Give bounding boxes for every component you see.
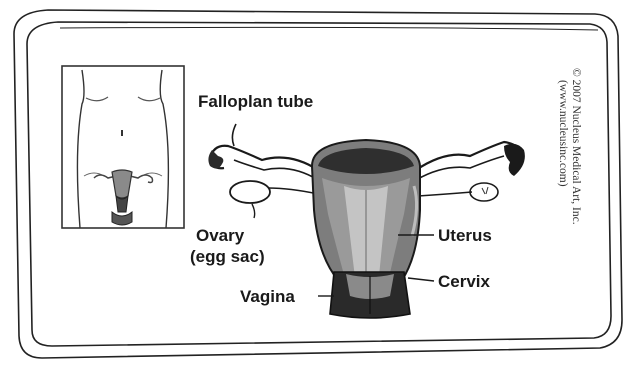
label-ovary: Ovary: [196, 226, 244, 245]
uterus: [312, 140, 420, 286]
label-ovary-note: (egg sac): [190, 247, 265, 266]
copyright-line1: © 2007 Nucleus Medical Art, Inc.: [570, 68, 582, 225]
ovary-left: [230, 181, 318, 218]
ovary-right: [418, 183, 498, 201]
fallopian-tube-right: [416, 142, 525, 180]
label-cervix: Cervix: [438, 272, 490, 291]
body-thumbnail: [62, 66, 184, 228]
copyright-line2: (www.nucleusinc.com): [557, 80, 569, 187]
label-uterus: Uterus: [438, 226, 492, 245]
copyright-notice: © 2007 Nucleus Medical Art, Inc. (www.nu…: [566, 68, 582, 308]
label-vagina: Vagina: [240, 287, 295, 306]
cervix-leader: [408, 278, 434, 281]
cervix-vagina: [330, 272, 410, 318]
label-fallopian-tube: Falloplan tube: [198, 92, 313, 111]
fallopian-tube-left: [208, 124, 318, 180]
